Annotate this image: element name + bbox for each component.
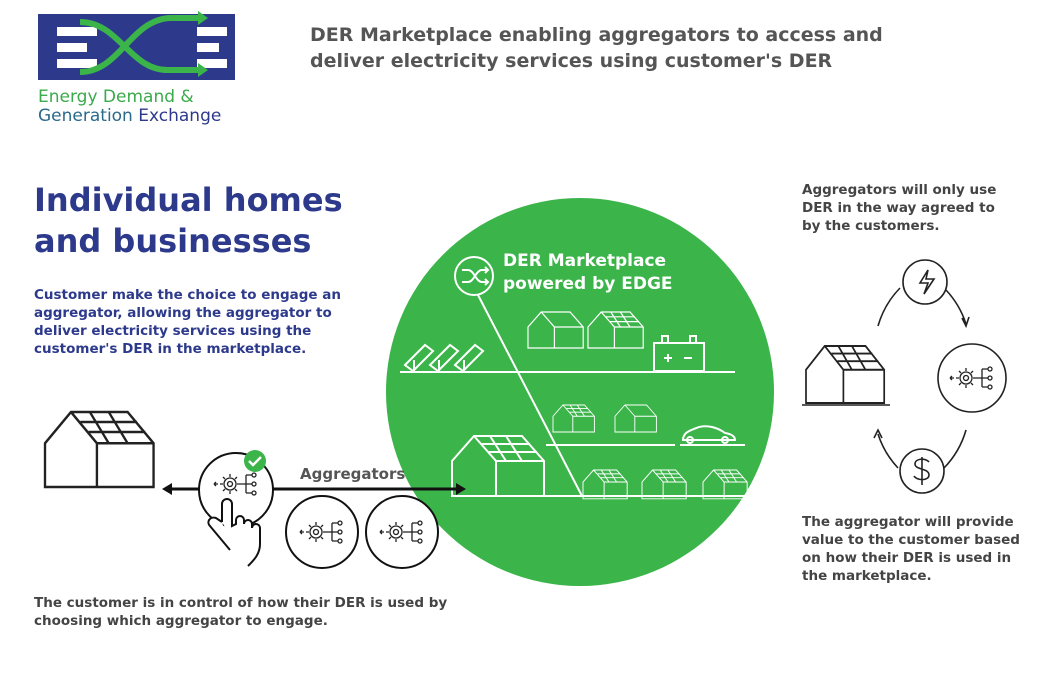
hand-pointer-icon	[207, 498, 261, 567]
marketplace-title: DER Marketplace powered by EDGE	[503, 251, 673, 294]
check-badge-icon	[244, 450, 266, 472]
marketplace-circle	[386, 198, 774, 586]
logo-tagline-generation: Generation	[38, 106, 133, 126]
page-header: DER Marketplace enabling aggregators to …	[310, 24, 883, 72]
shuffle-icon	[454, 256, 494, 296]
dollar-icon	[899, 448, 945, 494]
customer-house-icon	[43, 410, 155, 489]
solar-farm-icon	[403, 343, 485, 373]
customer-control-note: The customer is in control of how their …	[34, 595, 448, 629]
lightning-icon	[902, 259, 948, 305]
aggregator-value-note: The aggregator will provide value to the…	[802, 514, 1020, 584]
aggregators-label: Aggregators	[300, 465, 406, 483]
logo-tagline-exchange: Exchange	[138, 106, 222, 126]
value-cycle	[802, 259, 1007, 494]
house-icon	[805, 345, 886, 404]
selected-aggregator-button[interactable]	[198, 450, 274, 567]
edge-logo	[38, 11, 235, 80]
battery-icon	[653, 335, 705, 372]
section-heading: Individual homes and businesses	[34, 181, 343, 260]
logo-tagline-line1: Energy Demand &	[38, 87, 194, 107]
aggregator-option-2[interactable]	[365, 495, 439, 569]
marketplace-illustration	[400, 256, 770, 500]
aggregator-usage-note: Aggregators will only use DER in the way…	[802, 182, 997, 234]
logo-tagline-line2: Generation Exchange	[38, 106, 221, 126]
aggregator-option-1[interactable]	[285, 495, 359, 569]
electric-car-icon	[681, 425, 737, 441]
intro-text: Customer make the choice to engage an ag…	[34, 287, 342, 357]
aggregator-icon	[937, 343, 1007, 413]
